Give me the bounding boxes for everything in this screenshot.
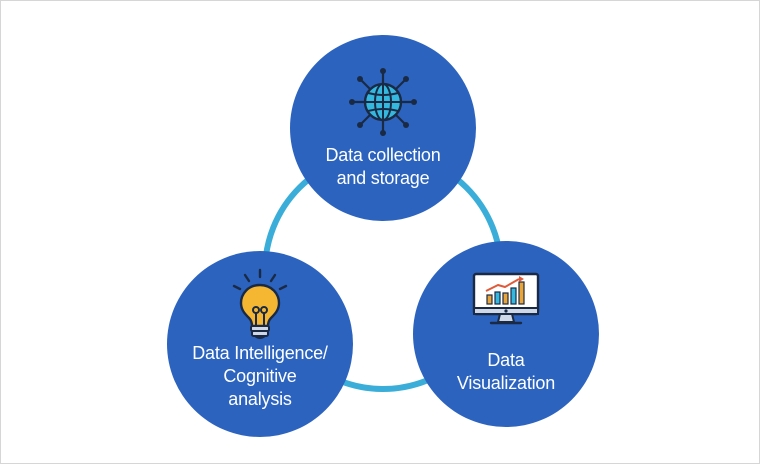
globe-network-icon [349, 68, 417, 136]
monitor-chart-icon [472, 272, 540, 325]
node-label-data-visualization: Data Visualization [413, 349, 599, 395]
node-data-collection: Data collection and storage [290, 35, 476, 221]
label-line: Visualization [456, 373, 556, 393]
label-line: Data Intelligence/ [192, 343, 328, 363]
node-data-visualization: Data Visualization [413, 241, 599, 427]
label-line: Data collection [325, 145, 441, 165]
node-label-data-intelligence: Data Intelligence/ Cognitive analysis [167, 342, 353, 411]
label-line: Cognitive [223, 366, 297, 386]
lightbulb-icon [232, 268, 288, 339]
label-line: and storage [336, 168, 430, 188]
label-line: analysis [228, 389, 292, 409]
label-line: Data [487, 350, 525, 370]
node-data-intelligence: Data Intelligence/ Cognitive analysis [167, 251, 353, 437]
node-label-data-collection: Data collection and storage [290, 144, 476, 190]
